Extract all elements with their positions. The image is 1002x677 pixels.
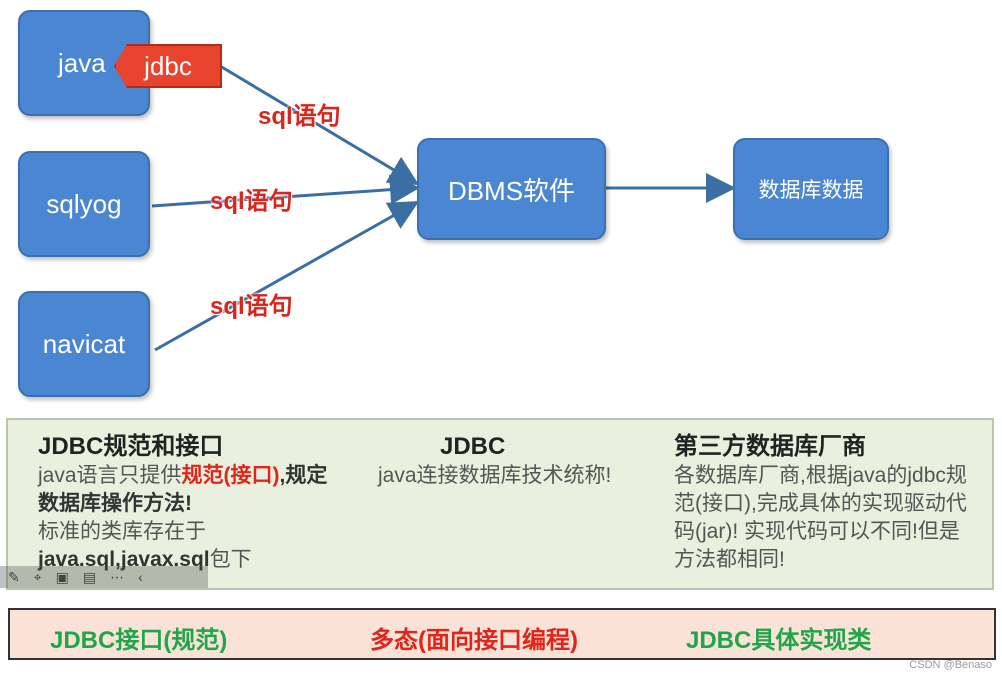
pen-icon[interactable]: ✎ [8,568,20,585]
info-col-vendor: 第三方数据库厂商 各数据库厂商,根据java的jdbc规范(接口),完成具体的实… [674,432,974,574]
pointer-icon[interactable]: ⌖ [33,568,42,585]
client-sqlyog-label: sqlyog [46,188,122,219]
arrow-sqlyog-to-dbms [151,174,420,208]
sql-label-sqlyog: sql语句 [210,188,293,215]
arrow-java-to-dbms [219,64,420,186]
jdbc-tag: jdbc [114,44,222,88]
client-sqlyog: sqlyog [18,151,150,257]
client-navicat-label: navicat [42,328,126,359]
info-col-vendor-title: 第三方数据库厂商 [674,433,866,460]
spec-text-c: ,规定数据库操作方法! [38,464,328,515]
database-box: 数据库数据 [733,138,889,240]
info-col-spec-text: java语言只提供规范(接口),规定数据库操作方法! 标准的类库存在于 java… [38,462,328,574]
spec-text-d: 标准的类库存在于 [38,520,206,543]
dbms-box: DBMS软件 [417,138,606,240]
more-icon[interactable]: ⋯ [110,568,125,585]
info-panel: JDBC规范和接口 java语言只提供规范(接口),规定数据库操作方法! 标准的… [6,418,994,590]
client-navicat: navicat [18,291,150,397]
client-java-label: java [58,47,106,78]
watermark: CSDN @Benaso [909,659,992,671]
info-col-jdbc: JDBC java连接数据库技术统称! [378,432,618,490]
sql-label-java: sql语句 [258,103,341,130]
spec-text-f: 包下 [209,548,252,571]
info-col-vendor-text: 各数据库厂商,根据java的jdbc规范(接口),完成具体的实现驱动代码(jar… [674,464,967,571]
slide-toolbar: ✎ ⌖ ▣ ▤ ⋯ ‹ [0,566,208,588]
info-col-jdbc-text: java连接数据库技术统称! [378,464,612,487]
slides-icon[interactable]: ▣ [55,568,69,585]
database-label: 数据库数据 [758,179,864,202]
info-col-spec: JDBC规范和接口 java语言只提供规范(接口),规定数据库操作方法! 标准的… [38,432,328,574]
arrow-navicat-to-dbms [154,201,420,352]
bottom-interface: JDBC接口(规范) [50,627,228,654]
spec-text-a: java语言只提供 [38,464,182,487]
info-col-spec-title: JDBC规范和接口 [38,433,224,460]
dbms-label: DBMS软件 [447,175,576,206]
spec-text-packages: java.sql,javax.sql [38,548,210,571]
spec-text-highlight: 规范(接口) [181,464,280,487]
note-icon[interactable]: ▤ [82,568,97,585]
sql-label-navicat: sql语句 [210,293,293,320]
bottom-bar: JDBC接口(规范) 多态(面向接口编程) JDBC具体实现类 [8,608,996,660]
bottom-implementation: JDBC具体实现类 [686,627,872,654]
back-icon[interactable]: ‹ [138,569,143,585]
info-col-jdbc-title: JDBC [440,433,506,460]
bottom-polymorphism: 多态(面向接口编程) [370,627,578,654]
